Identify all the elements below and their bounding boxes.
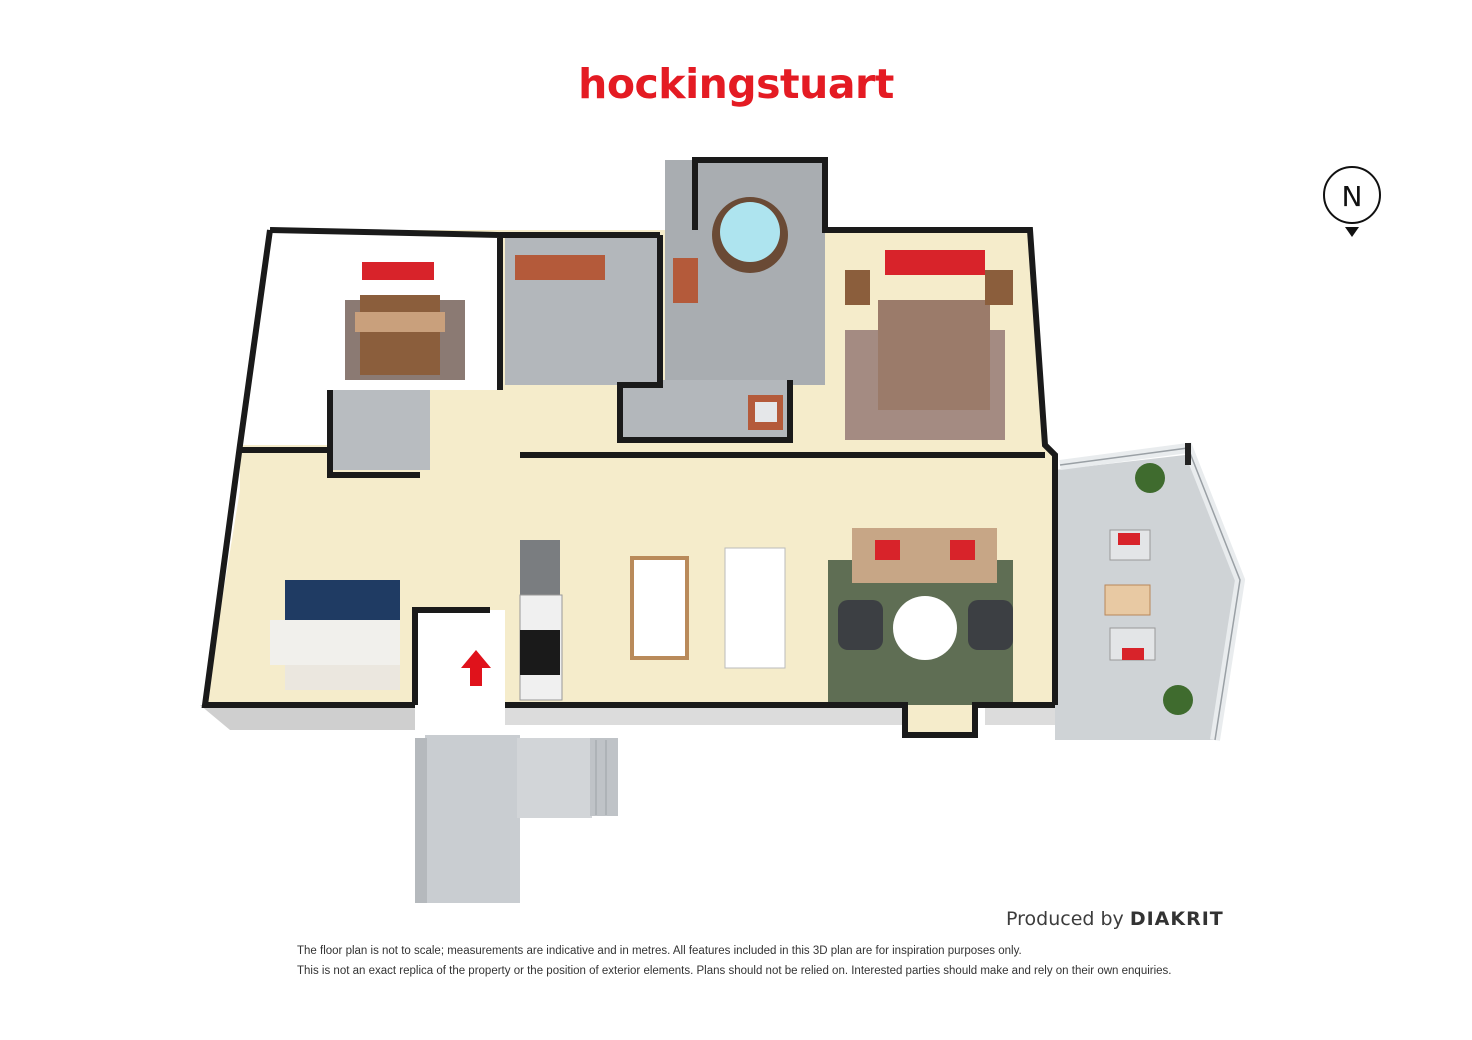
master-bedroom	[845, 250, 1013, 440]
compass-label: N	[1342, 180, 1363, 213]
bathrooms	[330, 160, 825, 470]
producer-prefix: Produced by	[1006, 908, 1124, 930]
entry-path	[415, 735, 618, 903]
producer-name: DIAKRIT	[1129, 908, 1224, 930]
brand-logo: hockingstuart	[578, 60, 894, 108]
cooktop-icon	[520, 630, 560, 675]
entry-arrow-icon	[461, 650, 491, 686]
spa-icon	[712, 197, 788, 273]
balcony	[1055, 442, 1246, 741]
disclaimer-line-1: The floor plan is not to scale; measurem…	[297, 945, 1022, 957]
bedroom-2	[270, 580, 400, 690]
bedroom-1	[345, 262, 465, 380]
compass-icon: N	[1323, 166, 1381, 237]
producer-credit: Produced by DIAKRIT	[1006, 908, 1224, 930]
living-room	[828, 528, 1013, 705]
north-compass: N	[1321, 165, 1383, 241]
sink-icon	[755, 402, 777, 422]
kitchen	[519, 540, 786, 701]
disclaimer-line-2: This is not an exact replica of the prop…	[297, 965, 1172, 977]
interior-walls	[201, 157, 1058, 738]
exterior-walls	[200, 705, 1055, 730]
